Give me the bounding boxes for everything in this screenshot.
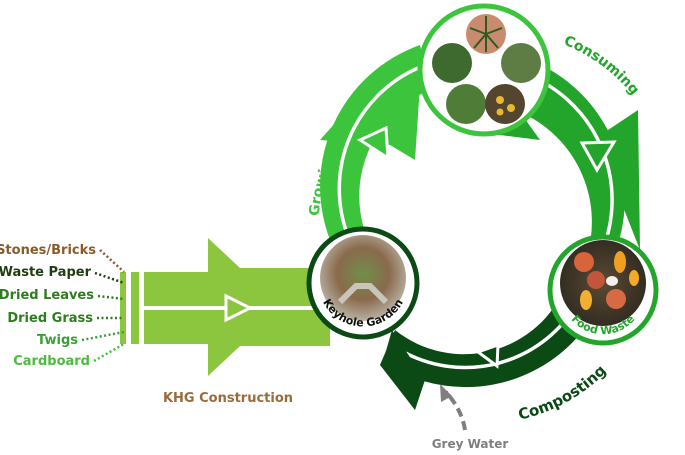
connector-stones: [99, 249, 125, 273]
food-item-peel-1: [614, 251, 626, 273]
composting-direction-icon: [474, 342, 500, 369]
plant-photo-leafy-right: [501, 43, 541, 83]
flower-2: [507, 104, 515, 112]
grey-water-arrowhead-icon: [440, 384, 452, 402]
plant-photo-leafy-left: [432, 43, 472, 83]
connector-cardboard: [93, 342, 125, 363]
construction-bar-2: [131, 272, 139, 344]
keyhole-garden-node: Keyhole Garden: [306, 226, 420, 340]
flower-3: [496, 108, 504, 116]
plants-node: [417, 3, 551, 137]
material-waste-paper: Waste Paper: [0, 265, 92, 280]
connector-paper: [94, 271, 125, 285]
food-item-tomato-3: [606, 289, 626, 309]
plant-photo-groundcover: [446, 84, 486, 124]
material-dried-leaves: Dried Leaves: [0, 288, 94, 303]
growing-arrowhead: [320, 85, 420, 160]
food-item-tomato-2: [587, 271, 605, 289]
material-dried-grass: Dried Grass: [7, 311, 93, 326]
material-cardboard: Cardboard: [13, 354, 90, 369]
food-waste-node: Food Waste: [547, 234, 659, 346]
food-item-eggshell: [606, 276, 618, 286]
construction-bar-1: [120, 272, 126, 344]
food-item-tomato-1: [574, 252, 594, 272]
grey-water-arrow: [440, 384, 467, 431]
material-twigs: Twigs: [37, 333, 78, 348]
growing-direction-icon: [356, 125, 390, 161]
connector-twigs: [81, 330, 125, 342]
material-stones-bricks: Stones/Bricks: [0, 243, 96, 258]
consuming-direction-icon: [579, 140, 617, 173]
construction-arrow: [120, 238, 330, 376]
composting-arrow-body: [380, 285, 592, 410]
grey-water-label: Grey Water: [432, 437, 509, 451]
construction-direction-icon: [224, 293, 254, 323]
food-item-peel-2: [580, 290, 592, 310]
flower-1: [496, 96, 504, 104]
grey-water-path: [444, 390, 467, 431]
growing-arrow-divider: [337, 66, 419, 237]
growing-arrow: [320, 45, 430, 240]
material-connectors: [81, 249, 125, 363]
plant-photo-flowers: [485, 84, 525, 124]
food-item-peel-3: [629, 270, 639, 286]
plant-spiky-leaves: [469, 16, 503, 52]
composting-arrowhead: [382, 330, 425, 410]
construction-label: KHG Construction: [163, 391, 293, 406]
keyhole-notch: [337, 283, 389, 305]
